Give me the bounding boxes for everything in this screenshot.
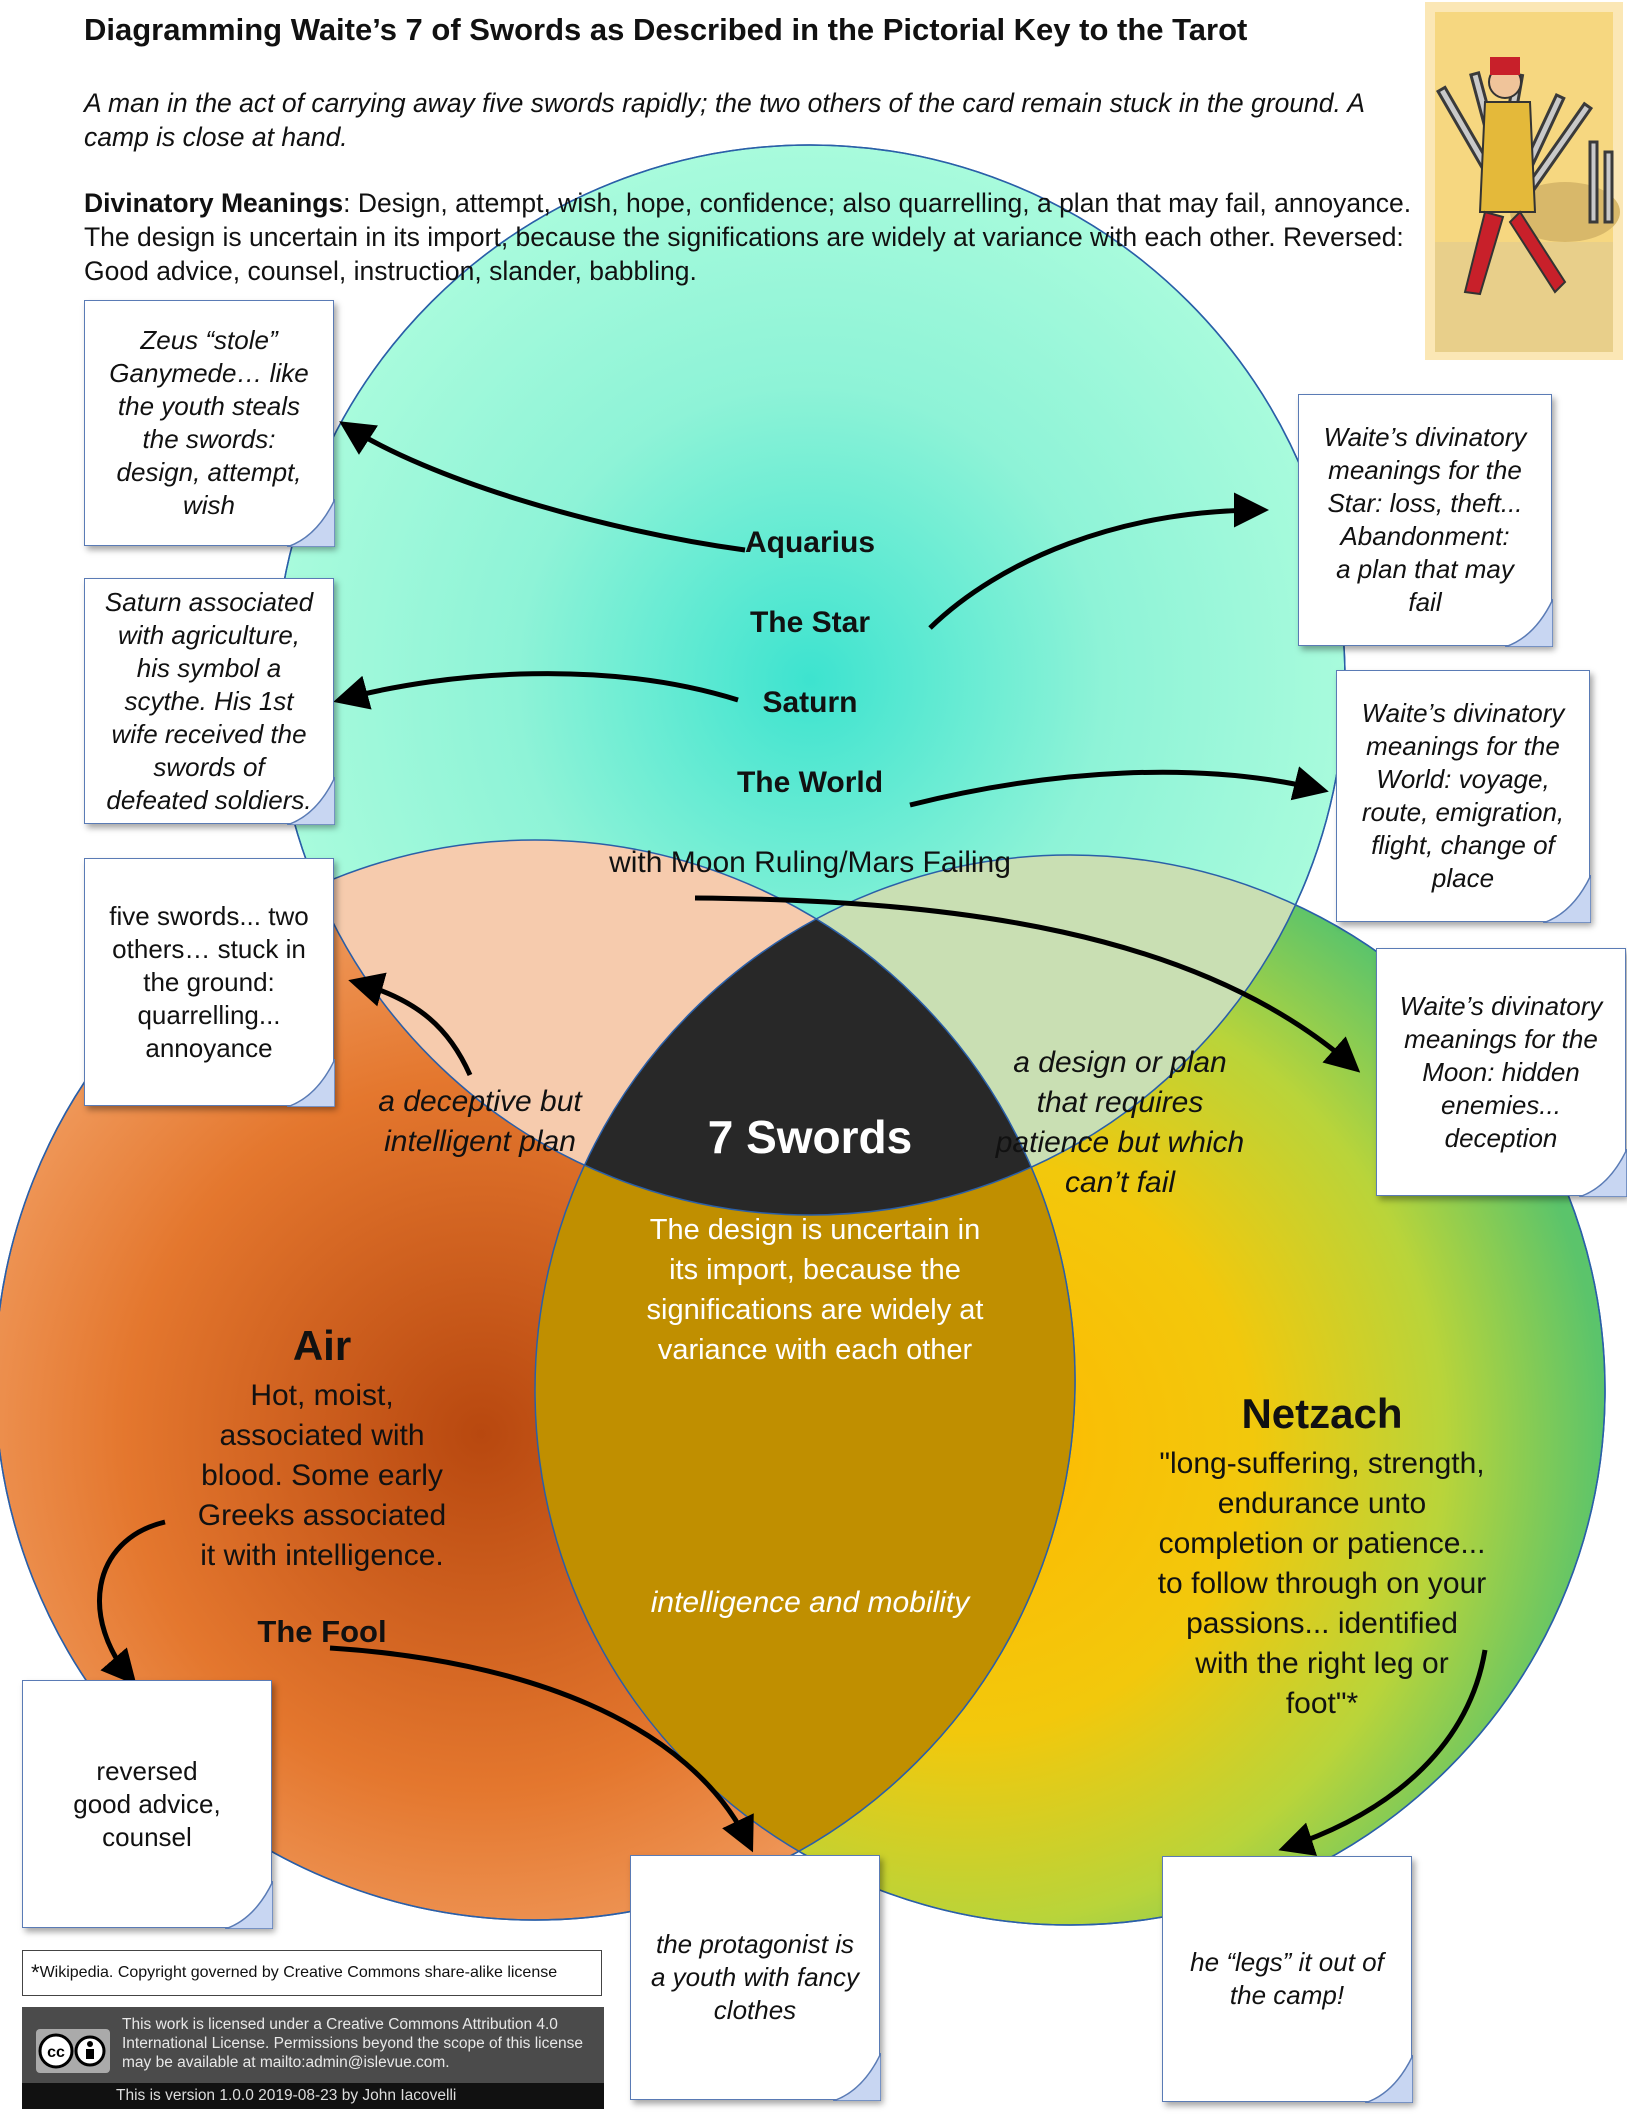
note-world: Waite’s divinatory meanings for the Worl… bbox=[1336, 670, 1591, 923]
note-curl-icon bbox=[287, 1059, 335, 1107]
label-netzach-text: "long-suffering, strength, endurance unt… bbox=[1157, 1447, 1487, 1720]
license-text: This work is licensed under a Creative C… bbox=[122, 2016, 583, 2071]
citation-box: *Wikipedia. Copyright governed by Creati… bbox=[22, 1950, 602, 1996]
arrows bbox=[97, 421, 1488, 1856]
label-the-world: The World bbox=[736, 766, 884, 799]
note-moon-text: Waite’s divinatory meanings for the Moon… bbox=[1399, 990, 1603, 1153]
label-aquarius: Aquarius bbox=[744, 526, 876, 559]
arrow-icon bbox=[333, 671, 739, 710]
note-reversed-text: reversed good advice, counsel bbox=[73, 1755, 221, 1852]
label-overlap-bottom: intelligence and mobility bbox=[650, 1586, 970, 1619]
label-center-title: 7 Swords bbox=[707, 1111, 913, 1163]
label-saturn: Saturn bbox=[762, 686, 858, 719]
card-description: A man in the act of carrying away five s… bbox=[84, 88, 1364, 152]
overlap-center bbox=[535, 855, 1075, 1215]
note-protagonist: the protagonist is a youth with fancy cl… bbox=[630, 1855, 881, 2101]
arrow-icon bbox=[928, 492, 1269, 630]
meanings-text: : Design, attempt, wish, hope, confidenc… bbox=[84, 188, 1412, 286]
note-moon: Waite’s divinatory meanings for the Moon… bbox=[1376, 948, 1627, 1197]
arrow-icon bbox=[97, 1519, 166, 1686]
label-air-text: Hot, moist, associated with blood. Some … bbox=[197, 1379, 447, 1572]
license-box: cc This work is licensed under a Creativ… bbox=[22, 2007, 604, 2109]
note-five-swords: five swords... two others… stuck in the … bbox=[84, 858, 335, 1107]
citation-text: Wikipedia. Copyright governed by Creativ… bbox=[39, 1964, 558, 1981]
note-star: Waite’s divinatory meanings for the Star… bbox=[1298, 394, 1553, 647]
arrow-icon bbox=[329, 1645, 754, 1853]
note-legs: he “legs” it out of the camp! bbox=[1162, 1856, 1413, 2103]
cc-logo-icon: cc bbox=[36, 2029, 110, 2073]
page-title: Diagramming Waite’s 7 of Swords as Descr… bbox=[84, 12, 1248, 47]
cc-mark: cc bbox=[47, 2044, 65, 2061]
note-legs-text: he “legs” it out of the camp! bbox=[1190, 1947, 1384, 2010]
divinatory-meanings: Divinatory Meanings: Design, attempt, wi… bbox=[84, 186, 1414, 288]
arrow-icon bbox=[909, 766, 1329, 808]
note-curl-icon bbox=[1365, 2055, 1413, 2103]
label-overlap-top-right: a design or plan that requires patience … bbox=[995, 1046, 1245, 1199]
note-reversed: reversed good advice, counsel bbox=[22, 1680, 273, 1929]
label-netzach: Netzach bbox=[1241, 1390, 1403, 1437]
note-curl-icon bbox=[1505, 599, 1553, 647]
label-center-text: The design is uncertain in its import, b… bbox=[646, 1214, 984, 1366]
citation-mark: * bbox=[31, 1960, 40, 1985]
arrow-icon bbox=[348, 972, 473, 1077]
note-star-text: Waite’s divinatory meanings for the Star… bbox=[1323, 422, 1527, 617]
note-saturn: Saturn associated with agriculture, his … bbox=[84, 578, 335, 825]
note-zeus: Zeus “stole” Ganymede… like the youth st… bbox=[84, 300, 335, 547]
label-the-fool: The Fool bbox=[257, 1614, 387, 1649]
arrow-icon bbox=[339, 421, 746, 553]
note-saturn-text: Saturn associated with agriculture, his … bbox=[104, 586, 314, 815]
note-curl-icon bbox=[287, 499, 335, 547]
note-world-text: Waite’s divinatory meanings for the Worl… bbox=[1361, 698, 1565, 893]
note-curl-icon bbox=[833, 2053, 881, 2101]
note-curl-icon bbox=[225, 1881, 273, 1929]
note-protagonist-text: the protagonist is a youth with fancy cl… bbox=[650, 1929, 860, 2025]
meanings-label: Divinatory Meanings bbox=[84, 188, 344, 218]
note-five-swords-text: five swords... two others… stuck in the … bbox=[109, 900, 309, 1063]
label-overlap-top-left: a deceptive but intelligent plan bbox=[378, 1085, 582, 1158]
arrow-icon bbox=[1278, 1649, 1488, 1856]
note-curl-icon bbox=[287, 777, 335, 825]
version-text: This is version 1.0.0 2019-08-23 by John… bbox=[22, 2083, 604, 2109]
label-the-star: The Star bbox=[749, 606, 871, 639]
tarot-card-image bbox=[1425, 2, 1623, 360]
label-moon-mars: with Moon Ruling/Mars Failing bbox=[609, 846, 1011, 879]
arrow-icon bbox=[694, 895, 1361, 1073]
note-curl-icon bbox=[1543, 875, 1591, 923]
note-zeus-text: Zeus “stole” Ganymede… like the youth st… bbox=[109, 325, 309, 520]
label-air: Air bbox=[292, 1322, 352, 1369]
note-curl-icon bbox=[1579, 1149, 1627, 1197]
